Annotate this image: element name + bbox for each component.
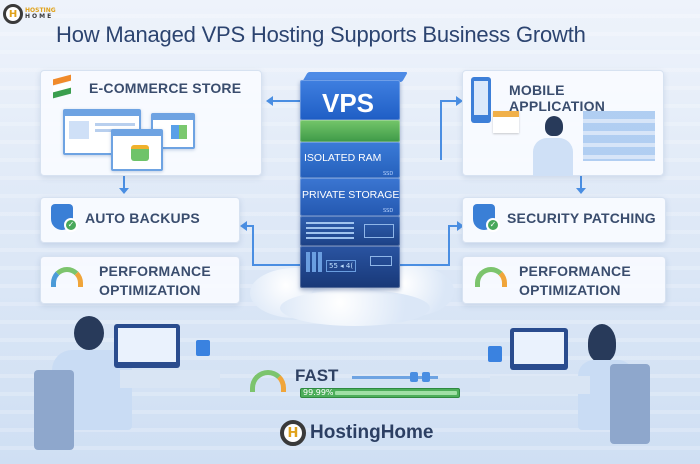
arrow-down-icon xyxy=(576,188,586,194)
padlock-icon xyxy=(196,340,210,356)
arrow-right-icon xyxy=(456,96,463,106)
performance-line1: PERFORMANCE xyxy=(519,263,631,279)
arrow-down-icon xyxy=(119,188,129,194)
logo-glyph: H xyxy=(287,425,299,441)
auto-backups-card: ✓ AUTO BACKUPS xyxy=(40,197,240,243)
shield-check-icon: ✓ xyxy=(51,204,78,232)
security-patching-label: SECURITY PATCHING xyxy=(507,210,656,226)
logo-line2: HOME xyxy=(25,13,54,20)
vps-label: VPS xyxy=(322,88,375,118)
connector-vps-to-mobile-h xyxy=(440,100,458,102)
page-title: How Managed VPS Hosting Supports Busines… xyxy=(56,22,586,47)
performance-line2: OPTIMIZATION xyxy=(519,282,621,298)
performance-line1: PERFORMANCE xyxy=(99,263,211,279)
network-node xyxy=(410,372,418,382)
ssd-tag: SSD xyxy=(383,171,394,177)
flag-icon xyxy=(51,74,73,99)
auto-backups-label: AUTO BACKUPS xyxy=(85,210,200,226)
performance-line2: OPTIMIZATION xyxy=(99,282,201,298)
connector-vps-to-backups-h2 xyxy=(245,225,254,227)
connector-vps-to-security-h1 xyxy=(400,264,450,266)
person-with-phone-illustration xyxy=(533,116,573,176)
logo-badge-icon: H xyxy=(280,420,306,446)
arrow-left-icon xyxy=(240,221,247,231)
ecommerce-store-card: E-COMMERCE STORE xyxy=(40,70,262,176)
uptime-percentage: 99.99% xyxy=(303,388,334,397)
mobile-application-card: MOBILE APPLICATION xyxy=(462,70,664,176)
fast-label: FAST xyxy=(295,366,339,385)
cloud-illustration xyxy=(280,290,430,326)
server-display-readout: 55 ◂ 4( xyxy=(326,260,357,272)
brand-name: HostingHome xyxy=(310,422,434,443)
connector-vps-to-mobile xyxy=(440,100,442,160)
uptime-progress-bar: 99.99% xyxy=(300,388,460,398)
connector-vps-to-backups-h1 xyxy=(252,264,300,266)
connector-vps-to-security-h2 xyxy=(448,225,458,227)
connector-vps-to-ecom xyxy=(272,100,300,102)
logo-line1: HOSTING xyxy=(25,7,56,14)
private-storage-label: PRIVATE STORAGE xyxy=(302,189,400,201)
isolated-ram-layer xyxy=(300,142,400,178)
mobile-label: MOBILE APPLICATION xyxy=(509,82,606,114)
store-window-illustration xyxy=(111,129,163,171)
performance-label-right: PERFORMANCE OPTIMIZATION xyxy=(519,262,631,300)
performance-optimization-card-right: PERFORMANCE OPTIMIZATION xyxy=(462,256,666,304)
security-patching-card: ✓ SECURITY PATCHING xyxy=(462,197,666,243)
speedometer-icon xyxy=(51,267,83,287)
performance-optimization-card-left: PERFORMANCE OPTIMIZATION xyxy=(40,256,240,304)
network-line-illustration xyxy=(352,376,438,379)
ecommerce-label: E-COMMERCE STORE xyxy=(89,80,242,96)
shield-check-icon: ✓ xyxy=(473,204,500,232)
network-node xyxy=(422,372,430,382)
server-hardware-layer: 55 ◂ 4( xyxy=(300,246,400,288)
vps-green-layer xyxy=(300,120,400,142)
connector-vps-to-security xyxy=(448,225,450,265)
vps-top-layer xyxy=(300,80,400,120)
top-logo: H HOSTING HOME xyxy=(3,4,56,24)
ssd-tag: SSD xyxy=(383,208,394,214)
isolated-ram-label: ISOLATED RAM xyxy=(304,152,382,164)
padlock-icon xyxy=(488,346,502,362)
speedometer-icon xyxy=(250,370,286,392)
private-storage-layer xyxy=(300,178,400,216)
envelope-icon xyxy=(493,111,519,133)
footer-logo: H HostingHome xyxy=(280,420,434,446)
speedometer-icon xyxy=(475,267,507,287)
connector-ecom-to-backups xyxy=(123,176,125,190)
server-rack-illustration xyxy=(583,111,655,161)
logo-glyph: H xyxy=(8,8,18,20)
man-at-laptop-illustration xyxy=(30,310,230,460)
server-hardware-layer xyxy=(300,216,400,246)
connector-mobile-to-security xyxy=(580,176,582,190)
smartphone-icon xyxy=(471,77,491,123)
woman-at-laptop-illustration xyxy=(490,320,690,460)
performance-label-left: PERFORMANCE OPTIMIZATION xyxy=(99,262,211,300)
arrow-right-icon xyxy=(457,221,464,231)
connector-vps-to-backups xyxy=(252,225,254,265)
logo-badge-icon: H xyxy=(3,4,23,24)
arrow-left-icon xyxy=(266,96,273,106)
